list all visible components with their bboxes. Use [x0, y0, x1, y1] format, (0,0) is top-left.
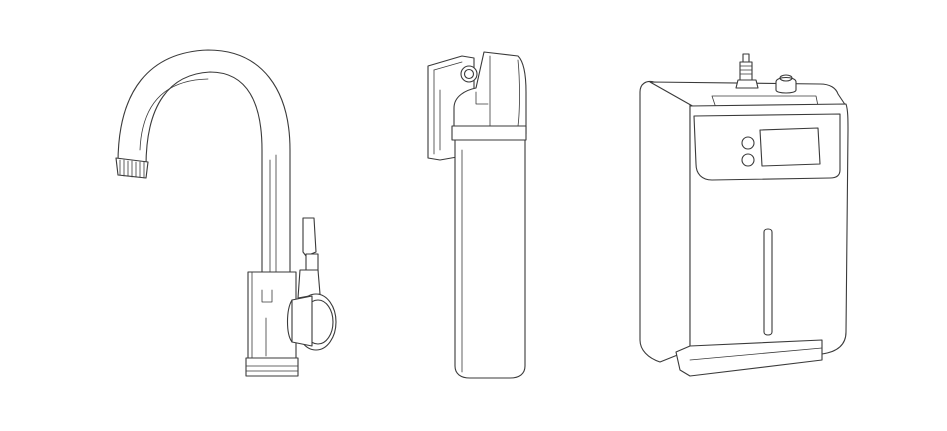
under-sink-water-heater-icon	[639, 53, 849, 377]
kitchen-faucet-icon	[115, 49, 337, 377]
water-filter-cartridge-icon	[427, 51, 527, 379]
